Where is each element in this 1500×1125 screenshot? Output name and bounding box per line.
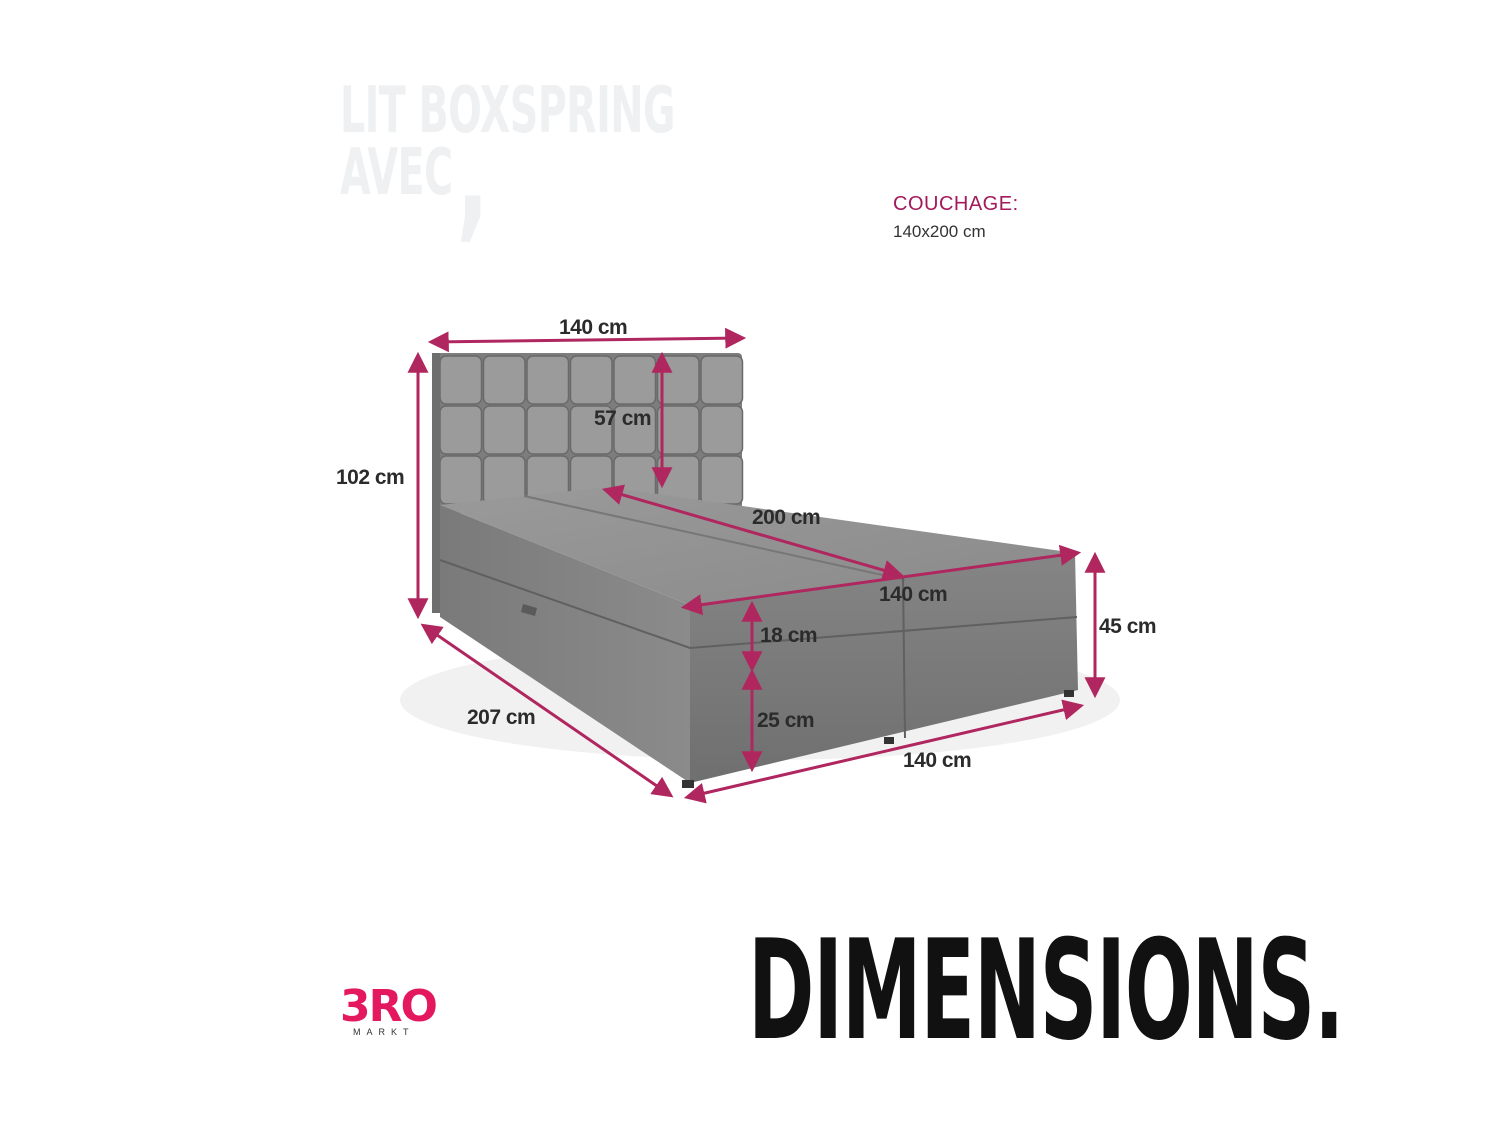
headboard-tuft [482,355,526,405]
headboard-tufts [439,355,744,505]
headboard-tuft [700,355,744,405]
arrow-headboard-width [427,327,747,353]
page-title: DIMENSIONS. [748,910,1344,1071]
headboard-tuft [656,355,700,405]
dimension-arrows [407,327,1106,804]
headboard-tuft [569,405,613,455]
label-topper-height: 18 cm [760,624,818,647]
label-headboard-visible-height: 57 cm [594,407,652,430]
label-mattress-top-height: 45 cm [1099,615,1157,638]
headboard-tuft [700,405,744,455]
watermark-line-1: LIT BOXSPRING [340,74,675,148]
sleeping-label: COUCHAGE: [893,193,1019,215]
sleeping-value: 140x200 cm [893,222,986,241]
label-total-height: 102 cm [336,466,405,489]
watermark-comma: , [456,93,489,256]
watermark-heading: LIT BOXSPRING AVEC, [340,74,675,256]
headboard-tuft [439,455,483,505]
headboard-tuft [526,405,570,455]
headboard-tuft [700,455,744,505]
headboard-tuft [439,405,483,455]
logo-wordmark: 3RO [340,981,438,1032]
headboard-tuft [482,405,526,455]
arrow-mattress-width [680,544,1082,616]
arrow-total-length [420,623,674,798]
label-headboard-width: 140 cm [559,316,628,339]
headboard-tuft [613,355,657,405]
logo-subtitle: MARKT [353,1027,415,1037]
headboard-tuft [439,355,483,405]
label-total-length: 207 cm [467,706,536,729]
headboard-tuft [526,355,570,405]
label-base-height: 25 cm [757,709,815,732]
arrow-base-width [683,699,1085,804]
watermark-line-2: AVEC, [340,93,489,256]
label-mattress-length: 200 cm [752,506,821,529]
label-base-width: 140 cm [903,749,972,772]
label-mattress-width: 140 cm [879,583,948,606]
headboard-tuft [656,405,700,455]
headboard-tuft [569,355,613,405]
